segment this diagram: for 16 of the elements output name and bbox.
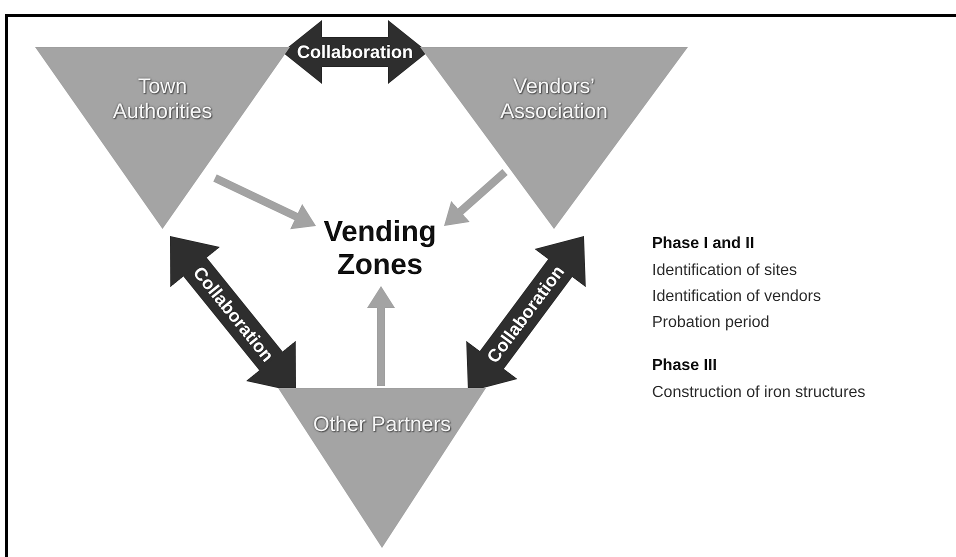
arrow [367,286,395,386]
stakeholder-triangle [35,47,290,229]
phase-item: Identification of sites [652,261,798,281]
phase-heading: Phase III [652,356,718,376]
phase-item: Identification of vendors [652,287,822,307]
node-label: Vendors’ Association [499,74,609,124]
arrow [444,169,508,226]
stakeholder-triangle [278,388,486,548]
node-label: Other Partners [312,412,452,437]
arrow [213,174,316,230]
phase-heading: Phase I and II [652,234,756,254]
node-label: Town Authorities [112,74,214,124]
phase-item: Construction of iron structures [652,383,866,403]
edge-label: Collaboration [297,42,413,62]
center-label: Vending Zones [322,216,438,282]
phase-item: Probation period [652,313,770,333]
